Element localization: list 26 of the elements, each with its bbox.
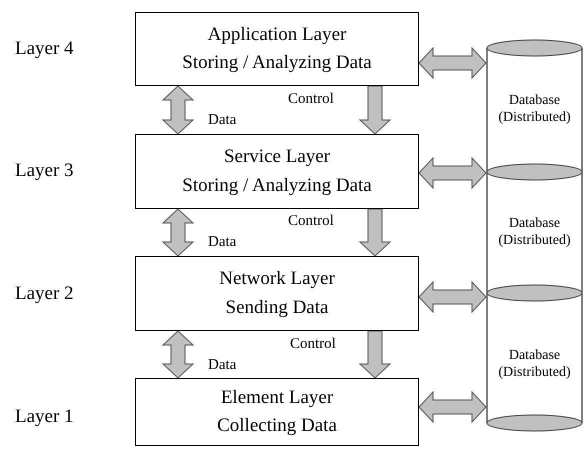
block-arrow — [418, 390, 487, 424]
block-arrow — [162, 85, 194, 135]
layer-label: Layer 2 — [15, 283, 74, 305]
layer-label: Layer 4 — [15, 38, 74, 60]
layer-label: Layer 3 — [15, 160, 74, 182]
block-arrow — [162, 330, 194, 379]
block-arrow — [162, 208, 194, 257]
block-arrow — [358, 208, 392, 257]
layer-box — [135, 12, 419, 86]
layer-label: Layer 1 — [15, 406, 74, 428]
block-arrow — [418, 46, 487, 80]
layer-title: Service Layer — [224, 145, 330, 169]
block-arrow — [418, 156, 487, 190]
layer-box — [135, 378, 419, 446]
layer-description: Collecting Data — [217, 414, 337, 438]
layer-box — [135, 256, 419, 331]
block-arrow — [358, 330, 392, 379]
layer-box — [135, 134, 419, 209]
block-arrow — [358, 86, 392, 135]
layer-title: Element Layer — [220, 386, 334, 410]
block-arrow — [418, 280, 487, 314]
layer-description: Storing / Analyzing Data — [182, 174, 372, 198]
layer-title: Network Layer — [219, 267, 335, 291]
layer-description: Storing / Analyzing Data — [182, 51, 372, 75]
layer-description: Sending Data — [226, 296, 328, 320]
layer-title: Application Layer — [208, 22, 346, 46]
